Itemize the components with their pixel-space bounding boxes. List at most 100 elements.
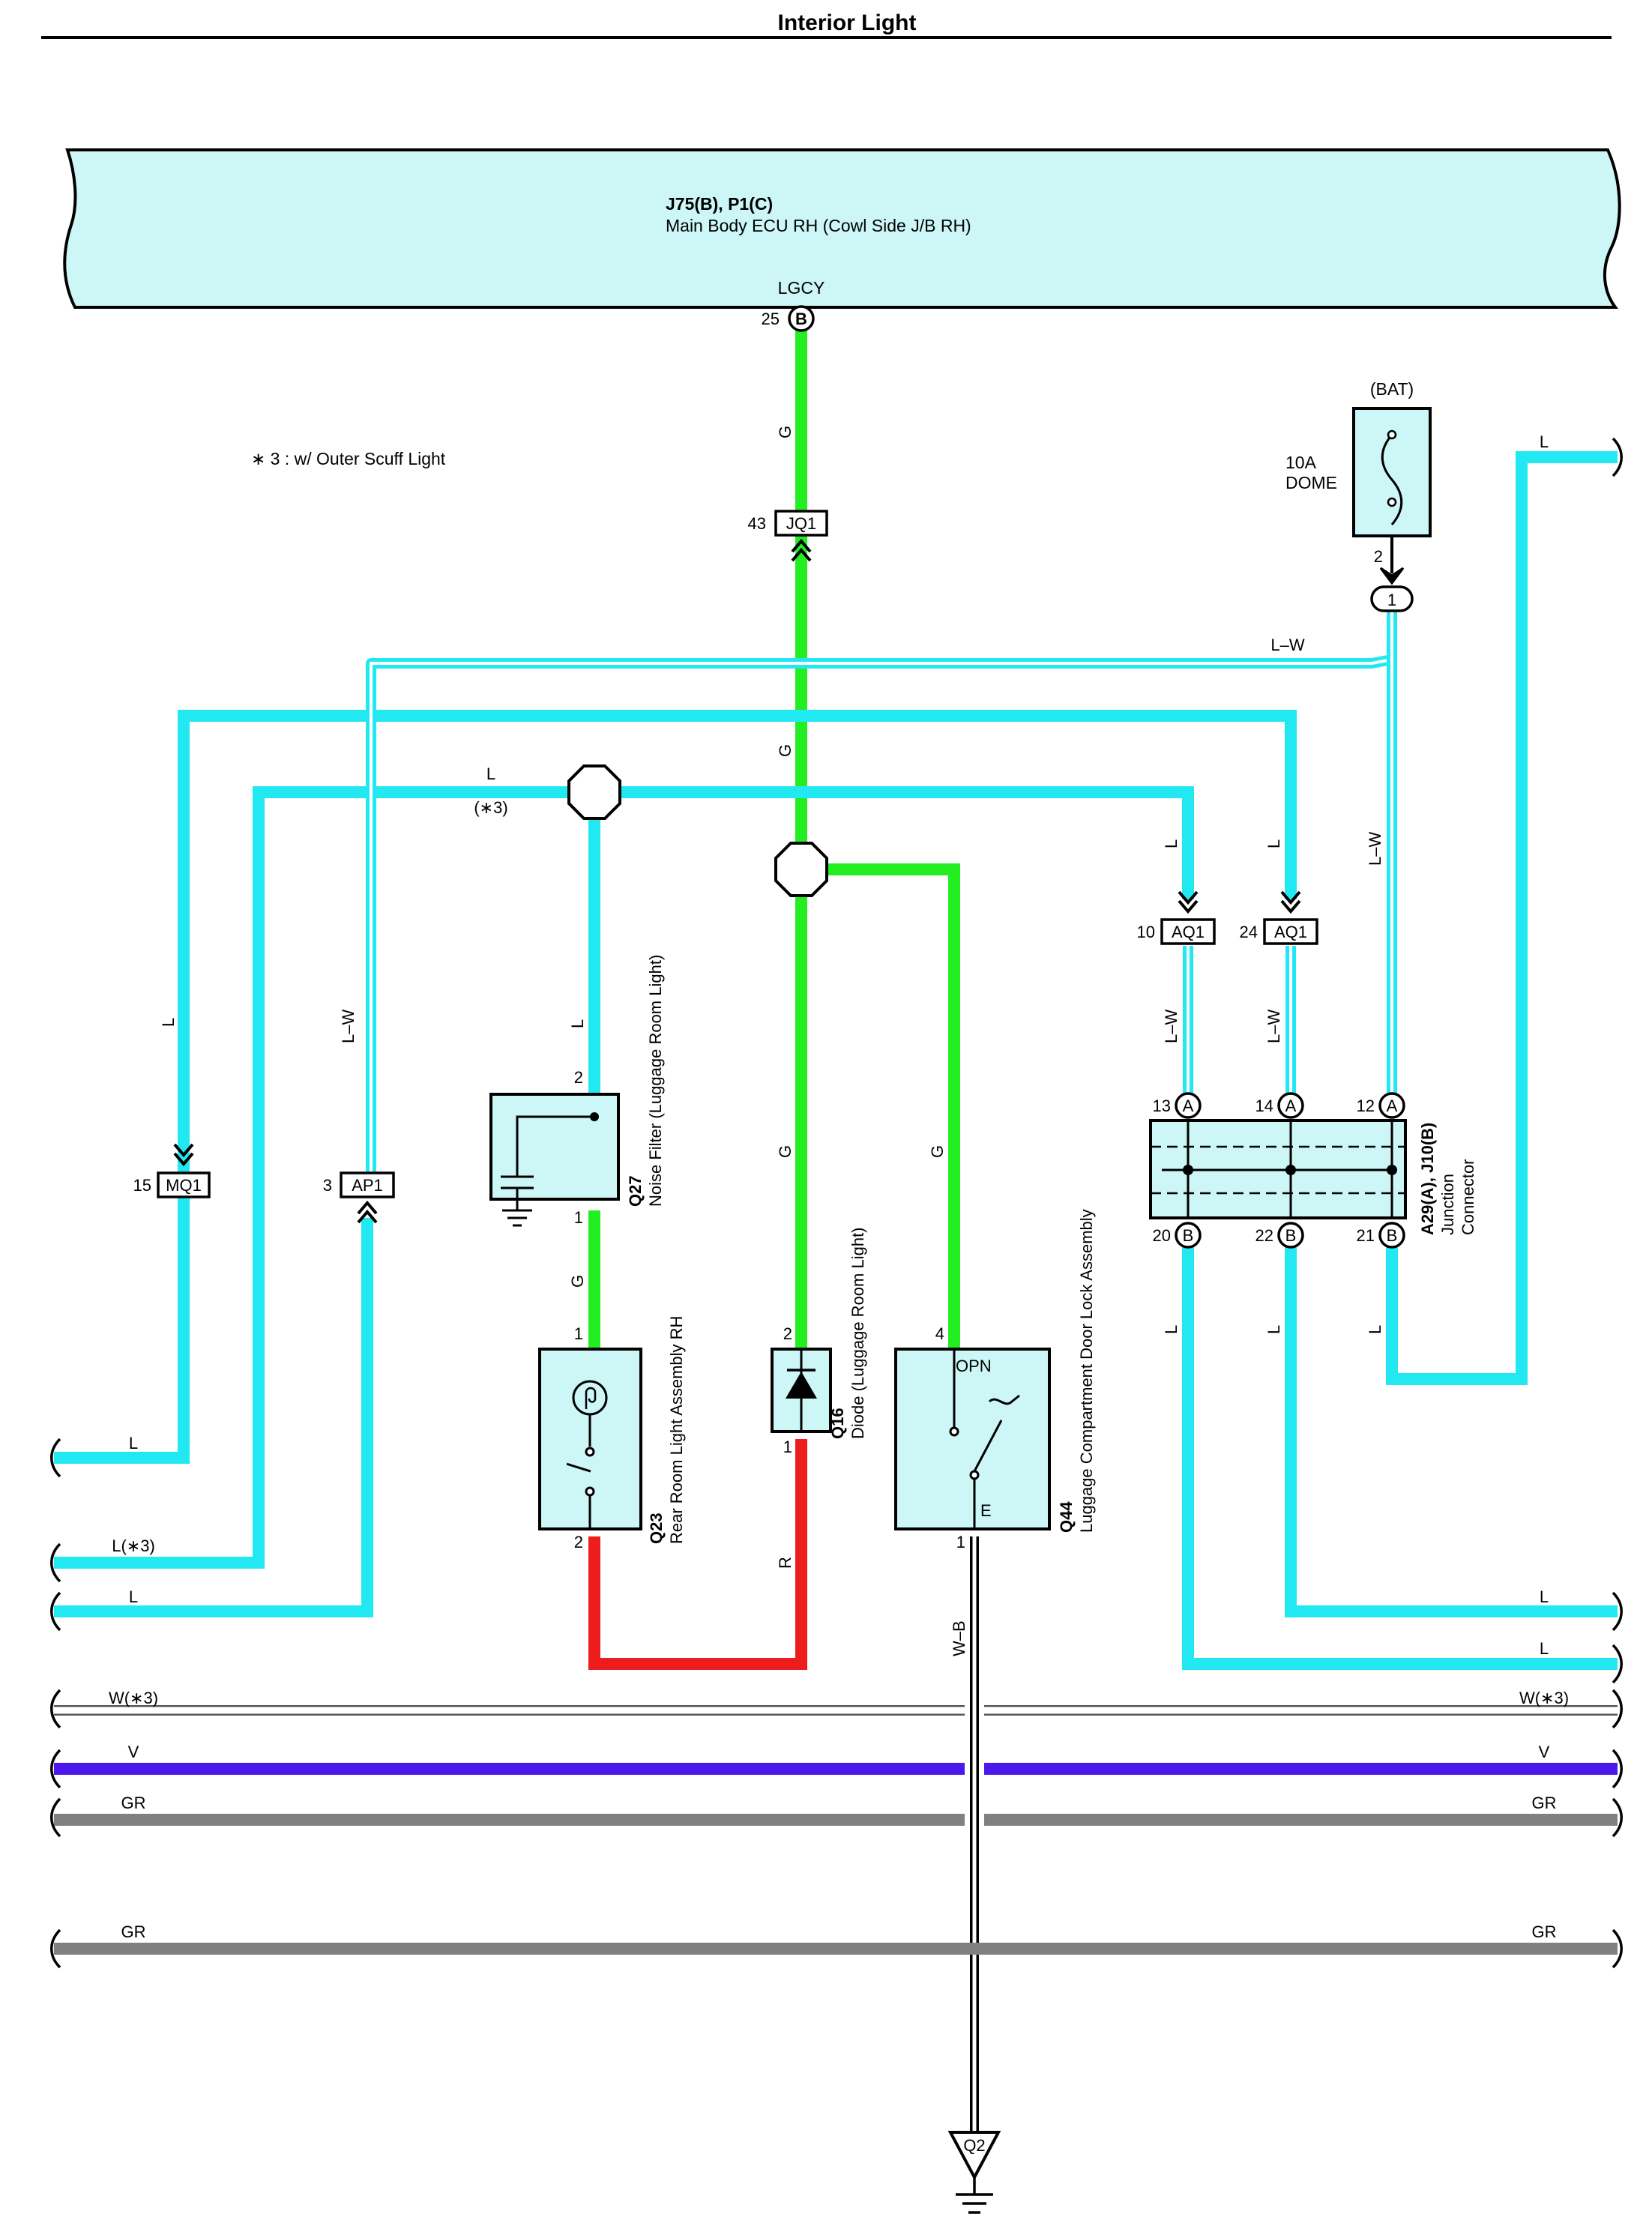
wire-label-wb-q44: W–B — [950, 1620, 968, 1656]
page-title: Interior Light — [778, 10, 917, 35]
junction-pin-conn: A — [1183, 1097, 1194, 1115]
wire-label-g-top: G — [776, 426, 795, 438]
q27-node-icon — [590, 1112, 599, 1121]
svg-text:Q27: Q27 — [626, 1175, 645, 1207]
svg-text:Q16: Q16 — [828, 1408, 847, 1439]
wire-label-l-j22: L — [1264, 1325, 1283, 1334]
junction-pin-number: 14 — [1255, 1097, 1273, 1115]
wire-l-mq1-left — [54, 1214, 190, 1464]
fuse-arrow-icon — [1379, 567, 1405, 585]
edge-label-left-l3: L(∗3) — [112, 1536, 155, 1555]
edge-label-gr2-right: GR — [1532, 1922, 1557, 1941]
diode-icon — [786, 1349, 817, 1432]
bulb-filament-icon — [585, 1387, 597, 1409]
fuse-pin: 2 — [1374, 547, 1383, 566]
q27-ground-icon — [502, 1209, 532, 1227]
ecu-name: Main Body ECU RH (Cowl Side J/B RH) — [666, 216, 971, 235]
edge-break-marks — [50, 437, 1623, 1969]
q44-label-opn: OPN — [956, 1357, 992, 1375]
note-text: ∗ 3 : w/ Outer Scuff Light — [251, 449, 446, 468]
connector-aq1-10 — [1160, 918, 1216, 945]
junction-pin-circle — [1277, 1092, 1304, 1119]
edge-label-left-l1: L — [129, 1434, 138, 1453]
fuse-name: DOME — [1285, 473, 1337, 492]
junction-node-icon — [1387, 1165, 1397, 1175]
q16-pin-bottom: 1 — [783, 1438, 792, 1456]
wire-label-lw-aq24: L–W — [1264, 1010, 1283, 1043]
wire-l-j20 — [1182, 1237, 1618, 1670]
wire-label-g-q27: G — [568, 1275, 587, 1288]
edge-label-left-l2: L — [129, 1587, 138, 1606]
junction-pin-circle — [1277, 1222, 1304, 1249]
splice-l — [567, 764, 621, 820]
q23-label: Q23 Rear Room Light Assembly RH — [647, 1316, 686, 1544]
wire-r — [588, 1439, 807, 1670]
connector-aq1-24 — [1263, 918, 1318, 945]
splice-g — [774, 842, 828, 897]
connector-jq1 — [774, 510, 828, 537]
connector-aq1-10-label: AQ1 — [1172, 923, 1205, 941]
edge-label-right-top: L — [1540, 432, 1549, 451]
connector-mq1-pin: 15 — [133, 1176, 151, 1195]
wire-g-q44 — [801, 863, 960, 1360]
wire-label-l-q27: L — [568, 1019, 587, 1028]
q27-pin-bottom: 1 — [574, 1208, 583, 1227]
q44-label: Q44 Luggage Compartment Door Lock Assemb… — [1057, 1209, 1096, 1533]
wire-l-j21 — [1386, 451, 1618, 1385]
q44-label-e: E — [980, 1501, 992, 1520]
q44-box — [894, 1348, 1051, 1530]
connector-jq1-label: JQ1 — [786, 514, 816, 533]
capacitor-icon — [501, 1115, 594, 1210]
q27-pin-top: 2 — [574, 1068, 583, 1087]
fuse-box — [1352, 407, 1432, 537]
wire-label-g-q16: G — [776, 1145, 795, 1158]
junction-label: A29(A), J10(B) Junction Connector — [1418, 1123, 1477, 1235]
wire-label-l-aq24: L — [1264, 839, 1283, 848]
junction-pin-circle — [1175, 1092, 1202, 1119]
svg-text:A29(A), J10(B): A29(A), J10(B) — [1418, 1123, 1437, 1235]
wire-label-r-q16: R — [776, 1557, 795, 1569]
wire-l-scuff — [54, 786, 1194, 1569]
junction-pin-conn: B — [1183, 1226, 1194, 1245]
edge-label-right-l2: L — [1540, 1639, 1549, 1658]
ecu-pin-circle — [788, 305, 815, 332]
svg-text:Junction: Junction — [1438, 1174, 1457, 1235]
q23-switch-icon — [566, 1414, 595, 1529]
fuse-terminal-bottom-icon — [1387, 497, 1397, 507]
wire-label-g-mid: G — [776, 744, 795, 757]
q16-pin-top: 2 — [783, 1324, 792, 1343]
q23-pin-bottom: 2 — [574, 1533, 583, 1551]
wire-l-upper-loop — [178, 710, 1297, 1240]
junction-pin-number: 13 — [1153, 1097, 1171, 1115]
fuse-junction-oval — [1370, 585, 1414, 612]
connector-mq1-label: MQ1 — [166, 1176, 202, 1195]
connector-aq1-10-pin: 10 — [1137, 923, 1155, 941]
svg-text:Rear Room Light Assembly RH: Rear Room Light Assembly RH — [667, 1316, 686, 1544]
wire-layer — [54, 330, 1618, 2132]
wire-label-l-j20: L — [1162, 1325, 1181, 1334]
edge-label-v-left: V — [128, 1743, 139, 1761]
fuse-junction-label: 1 — [1387, 591, 1396, 609]
connector-aq1-24-label: AQ1 — [1274, 923, 1307, 941]
connector-jq1-chevron-icon — [791, 538, 812, 562]
wire-label-l-aq10: L — [1162, 839, 1181, 848]
wire-label-lw-right: L–W — [1366, 832, 1384, 866]
ground-q2-triangle — [947, 2131, 1001, 2181]
fuse-rating: 10A — [1285, 453, 1317, 472]
q44-switch-icon — [949, 1349, 1020, 1529]
fuse-source: (BAT) — [1370, 379, 1414, 399]
wire-label-lw-aq10: L–W — [1162, 1010, 1181, 1043]
edge-label-v-right: V — [1539, 1743, 1550, 1761]
wire-label-l-splice-note: (∗3) — [474, 798, 507, 817]
fuse-terminal-top-icon — [1387, 429, 1397, 440]
ecu-pin-connector: B — [795, 310, 807, 328]
wire-label-l-splice: L — [486, 764, 495, 783]
connector-mq1 — [157, 1171, 211, 1198]
connector-mq1-chevron-icon — [173, 1143, 194, 1167]
junction-pin-circle — [1378, 1092, 1405, 1119]
junction-dashed-lines — [1151, 1145, 1405, 1195]
connector-aq1-10-chevron-icon — [1178, 890, 1199, 914]
connector-ap1-pin: 3 — [323, 1176, 332, 1195]
edge-label-w-left: W(∗3) — [109, 1689, 158, 1707]
junction-pin-conn: A — [1285, 1097, 1297, 1115]
